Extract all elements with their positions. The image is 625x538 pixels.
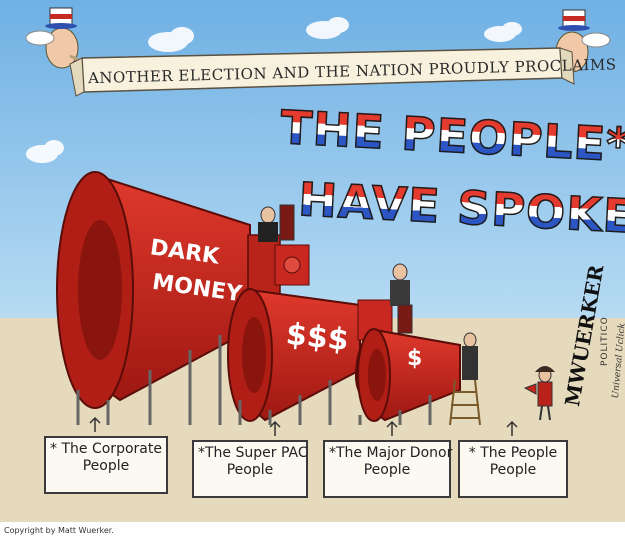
label-line-2: People: [226, 462, 274, 478]
label-corporate-people: * The Corporate People: [44, 436, 168, 494]
label-super-pac-people: *The Super PAC People: [192, 440, 308, 498]
bottom-strip: [0, 522, 625, 538]
megaphone-icon: [56, 171, 310, 409]
copyright-notice: Copyright by Matt Wuerker.: [4, 526, 114, 535]
small-person: [523, 366, 555, 421]
cherub-icon: [25, 7, 89, 69]
megaphone-icon: [354, 328, 461, 422]
speaker-figure: [462, 332, 478, 380]
label-line-2: People: [363, 462, 411, 478]
label-line-1: *The Super PAC: [198, 445, 308, 461]
label-line-1: * The Corporate: [50, 441, 162, 457]
publication-credit: POLITICO: [600, 316, 610, 366]
major-donor-dollar-sign: $: [407, 346, 423, 371]
speaker-figure: [258, 204, 295, 242]
arrow-up-icon: [89, 416, 518, 436]
megaphone-icon: [227, 288, 393, 422]
cloud: [26, 17, 522, 163]
label-line-2: People: [489, 462, 537, 478]
label-line-2: People: [82, 458, 130, 474]
megaphone-icon: [523, 383, 537, 395]
stilts: [76, 335, 432, 425]
ladder-icon: [449, 379, 481, 426]
label-line-1: * The People: [468, 445, 558, 461]
super-pac-dollar-signs: $$$: [284, 316, 351, 359]
speaker-figure: [390, 263, 413, 334]
label-line-1: *The Major Donor: [329, 445, 453, 461]
label-major-donor-people: *The Major Donor People: [323, 440, 453, 498]
label-the-people-people: * The People People: [458, 440, 568, 498]
